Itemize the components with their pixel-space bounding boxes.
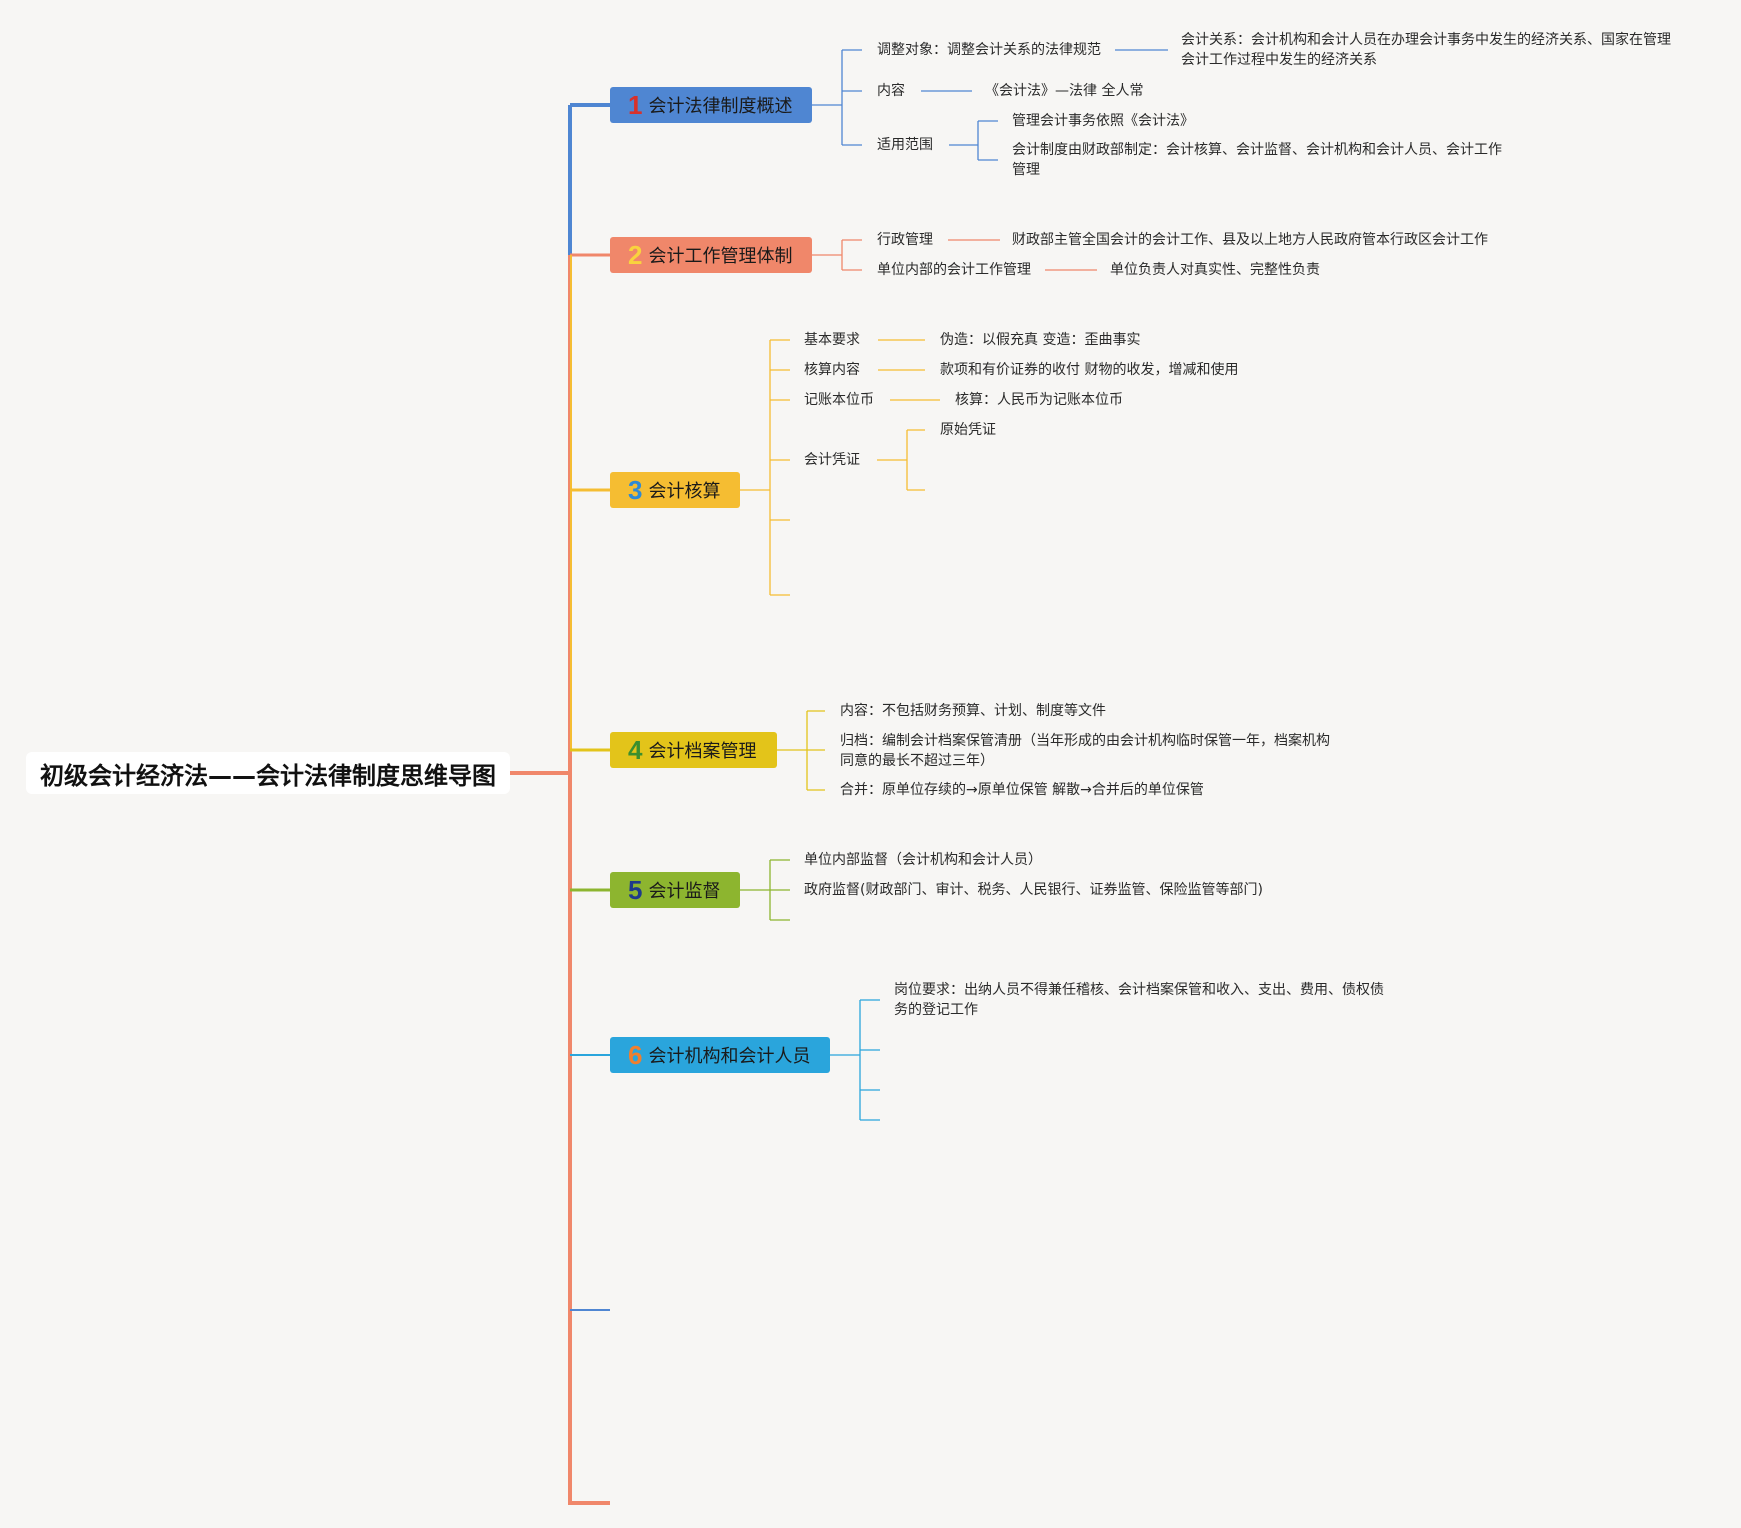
b5-internal-supervision[interactable]: 单位内部监督（会计机构和会计人员）: [804, 852, 1042, 868]
b2-admin-desc[interactable]: 财政部主管全国会计的会计工作、县及以上地方人民政府管本行政区会计工作: [1012, 232, 1488, 248]
branch-6-number: 6: [628, 1039, 643, 1070]
branch-4-number: 4: [628, 734, 643, 765]
b4-content[interactable]: 内容：不包括财务预算、计划、制度等文件: [840, 703, 1106, 719]
b5-gov-supervision[interactable]: 政府监督(财政部门、审计、税务、人民银行、证券监管、保险监管等部门): [804, 882, 1263, 898]
b3-content-desc[interactable]: 款项和有价证券的收付 财物的收发，增减和使用: [940, 362, 1239, 378]
b2-admin-management[interactable]: 行政管理: [877, 232, 933, 248]
b1-content[interactable]: 内容: [877, 83, 905, 99]
branch-1-number: 1: [628, 89, 643, 120]
trunk-connector: [510, 105, 610, 1505]
branch-3-topic[interactable]: 3 会计核算: [610, 472, 740, 508]
branch-6-label: 会计机构和会计人员: [648, 1046, 811, 1067]
b4-archive[interactable]: 归档：编制会计档案保管清册（当年形成的由会计机构临时保管一年，档案机构同意的最长…: [840, 733, 1330, 769]
branch-6-topic[interactable]: 6 会计机构和会计人员: [610, 1037, 830, 1073]
branch-4-topic[interactable]: 4 会计档案管理: [610, 732, 777, 768]
root-topic[interactable]: 初级会计经济法——会计法律制度思维导图: [26, 752, 510, 794]
branch2-child-lines: [812, 239, 1097, 271]
branch-2-number: 2: [628, 239, 643, 270]
branch-4-label: 会计档案管理: [648, 741, 757, 762]
branch-1-topic[interactable]: 1 会计法律制度概述: [610, 87, 812, 123]
b2-internal-management[interactable]: 单位内部的会计工作管理: [877, 262, 1031, 278]
b3-voucher[interactable]: 会计凭证: [804, 452, 860, 468]
branch5-child-lines: [740, 859, 790, 921]
branch1-child-lines: [812, 49, 1168, 161]
branch3-child-lines: [740, 339, 940, 596]
b3-base-currency[interactable]: 记账本位币: [804, 392, 874, 408]
b3-basic-requirement[interactable]: 基本要求: [804, 332, 860, 348]
branch6-child-lines: [830, 999, 880, 1121]
b1-adjust-object[interactable]: 调整对象：调整会计关系的法律规范: [877, 42, 1101, 58]
b1-scope-item-2[interactable]: 会计制度由财政部制定：会计核算、会计监督、会计机构和会计人员、会计工作管理: [1012, 142, 1502, 178]
branch-3-number: 3: [628, 474, 643, 505]
branch-5-topic[interactable]: 5 会计监督: [610, 872, 740, 908]
b4-merge[interactable]: 合并：原单位存续的→原单位保管 解散→合并后的单位保管: [840, 782, 1204, 798]
b1-scope-item-1[interactable]: 管理会计事务依照《会计法》: [1012, 113, 1194, 129]
b6-post-requirement[interactable]: 岗位要求：出纳人员不得兼任稽核、会计档案保管和收入、支出、费用、债权债务的登记工…: [894, 982, 1384, 1018]
branch4-child-lines: [777, 710, 825, 791]
branch-2-topic[interactable]: 2 会计工作管理体制: [610, 237, 812, 273]
branch-5-number: 5: [628, 874, 643, 905]
b1-scope[interactable]: 适用范围: [877, 137, 933, 153]
b1-accounting-relation[interactable]: 会计关系：会计机构和会计人员在办理会计事务中发生的经济关系、国家在管理会计工作过…: [1181, 32, 1671, 68]
b3-accounting-content[interactable]: 核算内容: [804, 362, 860, 378]
b3-original-voucher[interactable]: 原始凭证: [940, 422, 996, 438]
branch-5-label: 会计监督: [648, 881, 721, 902]
branch-2-label: 会计工作管理体制: [648, 246, 793, 267]
branch-1-label: 会计法律制度概述: [648, 96, 793, 117]
branch-3-label: 会计核算: [648, 481, 721, 502]
b1-accounting-law[interactable]: 《会计法》—法律 全人常: [985, 83, 1144, 99]
b2-internal-desc[interactable]: 单位负责人对真实性、完整性负责: [1110, 262, 1320, 278]
b3-currency-desc[interactable]: 核算：人民币为记账本位币: [955, 392, 1123, 408]
b3-basic-desc[interactable]: 伪造：以假充真 变造：歪曲事实: [940, 332, 1141, 348]
